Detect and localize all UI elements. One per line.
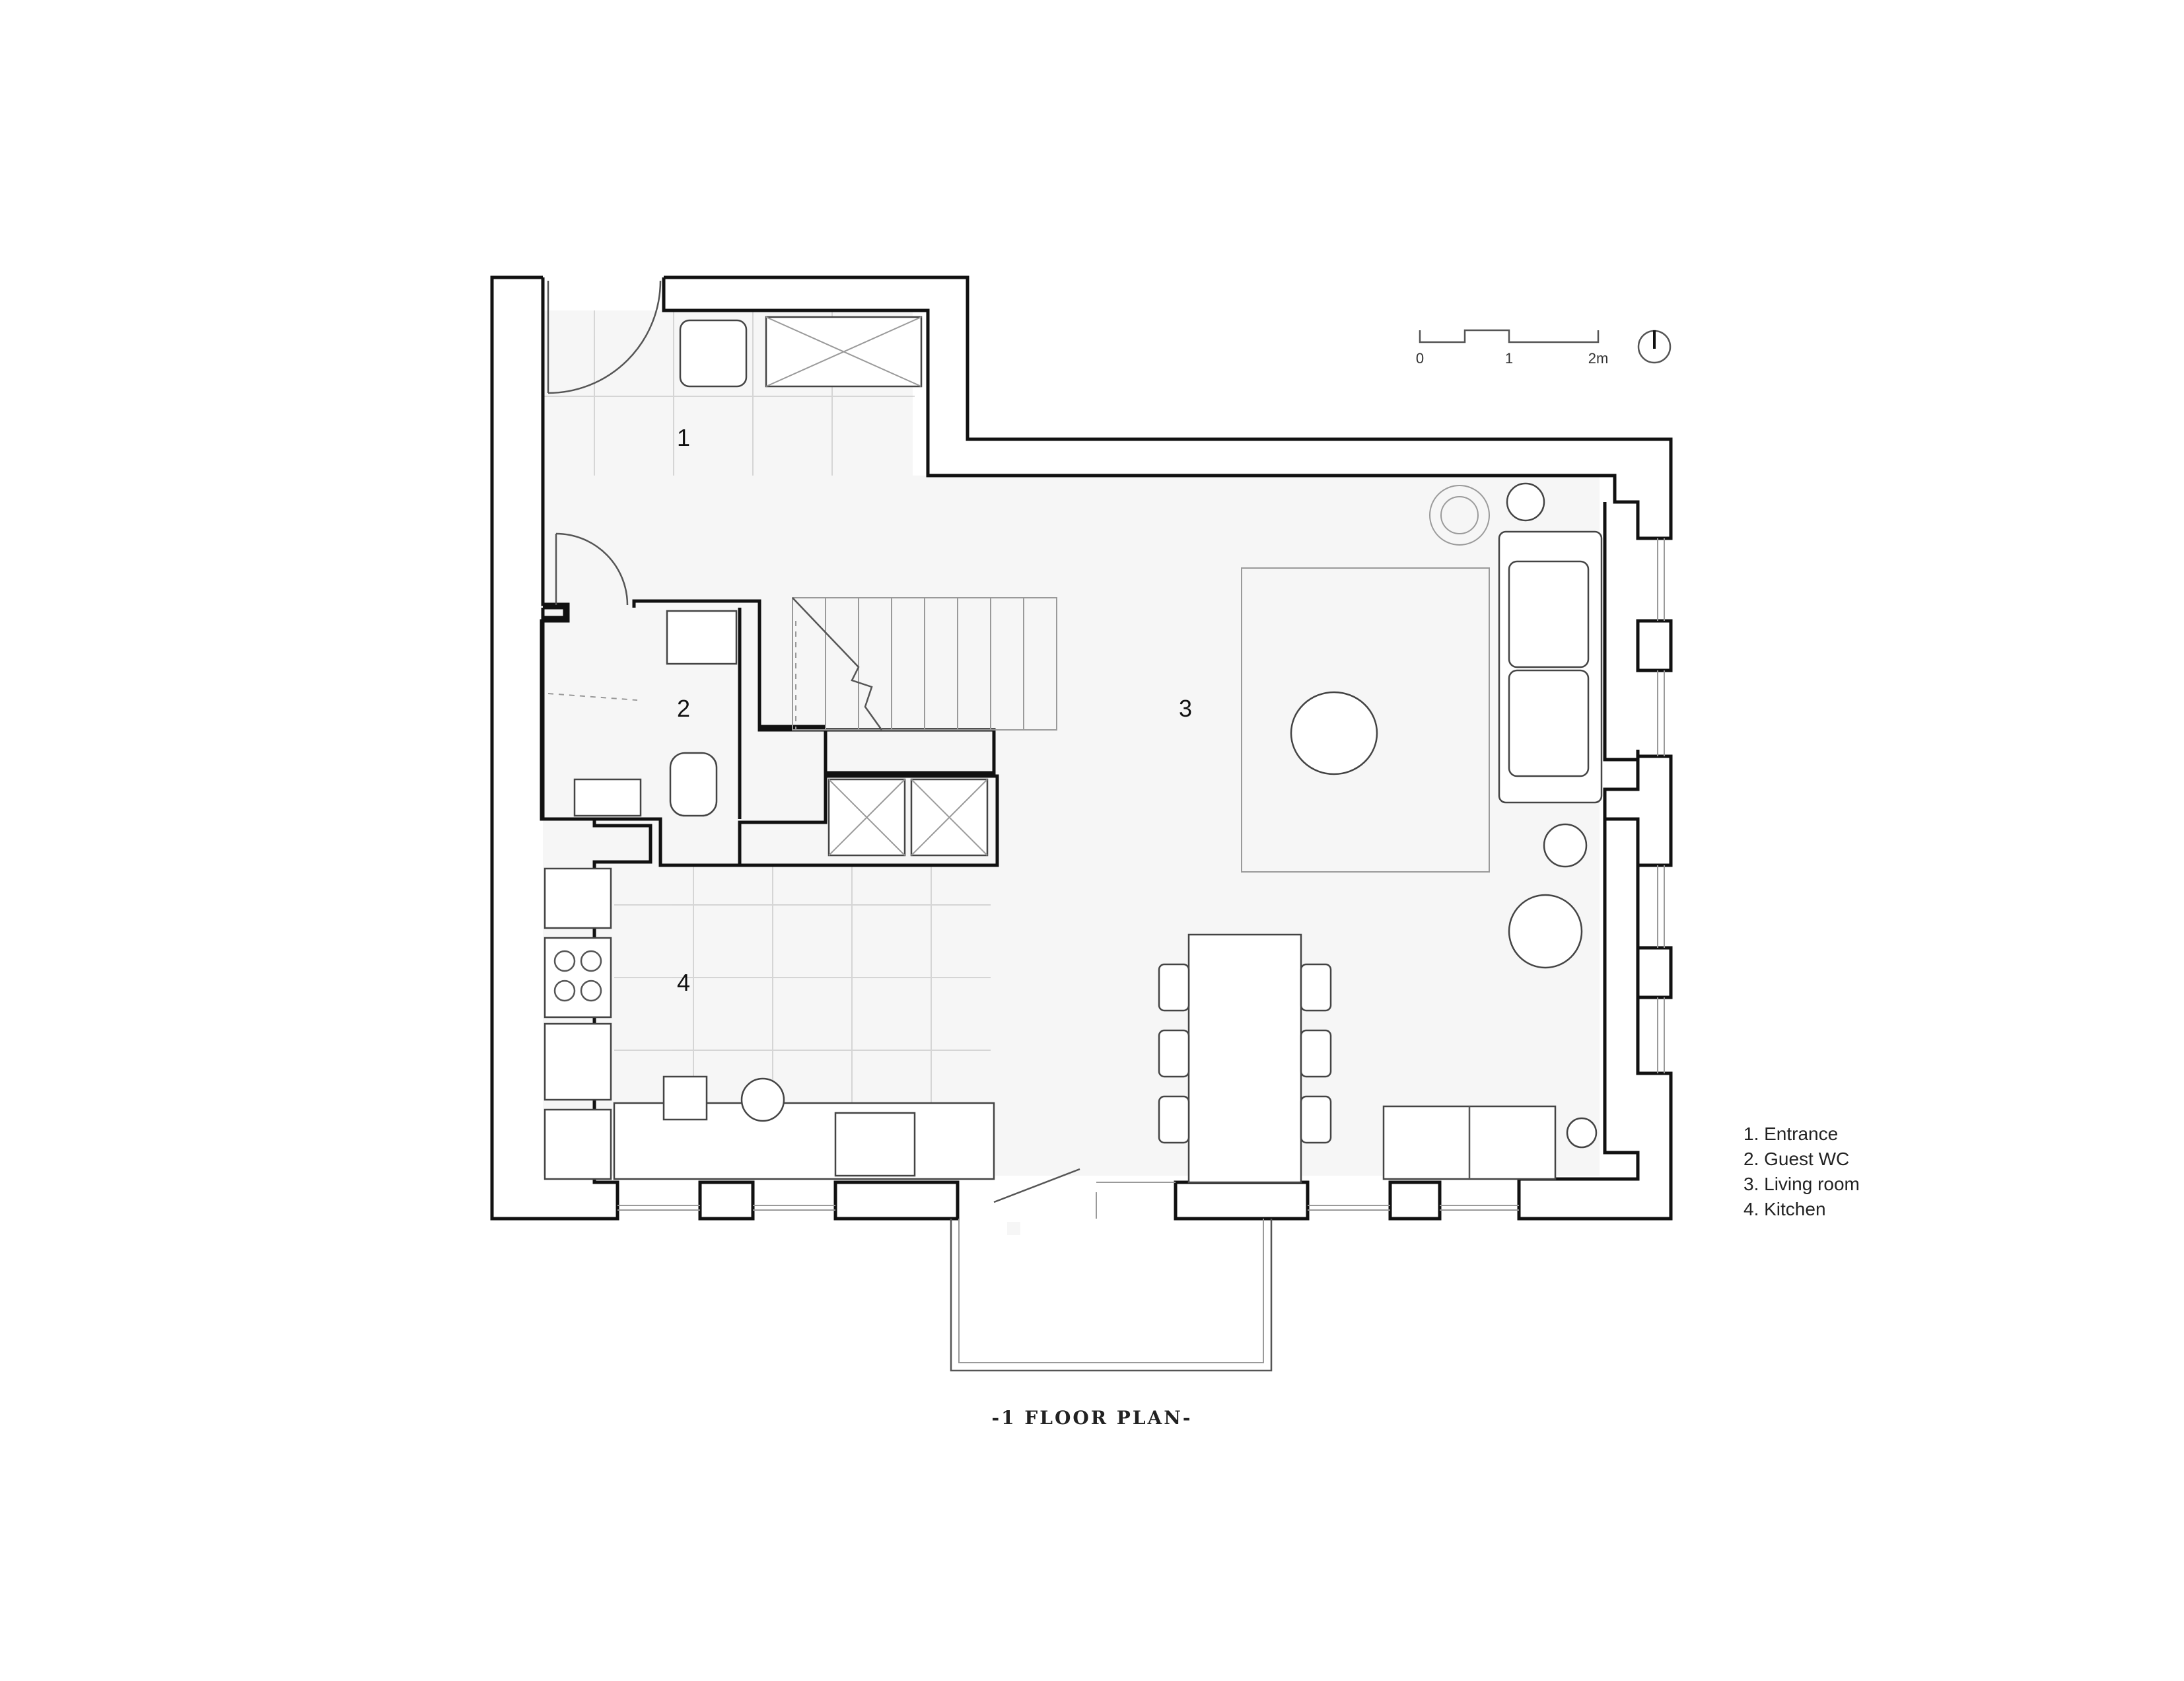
kitchen-units bbox=[544, 867, 995, 1180]
legend-item-kitchen: 4. Kitchen bbox=[1744, 1199, 1826, 1219]
balcony bbox=[950, 1219, 1273, 1372]
legend-item-guest-wc: 2. Guest WC bbox=[1744, 1149, 1850, 1169]
doors bbox=[547, 280, 1080, 1203]
east-pier-2 bbox=[1636, 946, 1673, 999]
dining-chair bbox=[1158, 1095, 1190, 1144]
entrance-door-swing bbox=[547, 280, 662, 394]
room-number-2: 2 bbox=[677, 695, 690, 722]
cooktop bbox=[544, 937, 612, 1019]
legend-item-entrance: 1. Entrance bbox=[1744, 1124, 1839, 1144]
dining-chair bbox=[1158, 963, 1190, 1012]
east-wall-lower bbox=[1517, 819, 1673, 1221]
east-wall-upper bbox=[1603, 502, 1673, 867]
scale-label-1: 1 bbox=[1505, 350, 1513, 367]
plan-title: -1 FLOOR PLAN- bbox=[991, 1407, 1193, 1429]
side-table-1 bbox=[1506, 482, 1545, 522]
dining-table bbox=[1187, 933, 1302, 1184]
armchair bbox=[1290, 691, 1378, 775]
tile-grid bbox=[543, 310, 991, 1103]
legend-item-living-room: 3. Living room bbox=[1744, 1174, 1860, 1194]
east-pier-1 bbox=[1636, 619, 1673, 672]
kitchen-stool-1 bbox=[662, 1075, 708, 1121]
kitchen-cabinet-3 bbox=[544, 1108, 612, 1180]
windows bbox=[617, 538, 1665, 1219]
side-table-3 bbox=[1508, 894, 1583, 969]
balcony-door bbox=[993, 1168, 1080, 1203]
entrance-furniture bbox=[679, 316, 923, 388]
wc-sink bbox=[573, 778, 642, 817]
stair-cabinets bbox=[828, 778, 989, 857]
staircase bbox=[792, 597, 1057, 731]
scale-label-0: 0 bbox=[1416, 350, 1424, 367]
room-number-1: 1 bbox=[677, 424, 690, 451]
south-pier-4 bbox=[1388, 1180, 1442, 1221]
wc-jamb bbox=[543, 606, 567, 620]
scale-bar: 0 1 2m bbox=[1416, 329, 1609, 367]
bench-seat bbox=[679, 319, 748, 388]
side-table-4 bbox=[1566, 1117, 1598, 1149]
south-pier-3 bbox=[1174, 1180, 1310, 1221]
west-wall bbox=[490, 275, 652, 1221]
south-pier-1 bbox=[698, 1180, 755, 1221]
scale-label-2m: 2m bbox=[1588, 350, 1609, 367]
living-floor bbox=[543, 476, 1600, 1176]
dining-chair bbox=[1300, 1095, 1332, 1144]
toilet bbox=[669, 752, 718, 817]
room-number-3: 3 bbox=[1179, 695, 1192, 722]
dining-chair bbox=[1300, 963, 1332, 1012]
north-wall bbox=[662, 275, 1673, 540]
plant bbox=[1429, 485, 1490, 546]
living-furniture bbox=[1158, 482, 1603, 1184]
dining-chair bbox=[1300, 1029, 1332, 1078]
room-number-4: 4 bbox=[677, 969, 690, 996]
wc-fixtures bbox=[547, 610, 738, 817]
side-table-2 bbox=[1543, 823, 1588, 868]
south-pier-2 bbox=[833, 1180, 960, 1221]
wc-south-wall bbox=[541, 608, 999, 867]
dining-chair bbox=[1158, 1029, 1190, 1078]
wc-cabinet bbox=[666, 610, 738, 665]
north-arrow-icon bbox=[1637, 330, 1672, 364]
kitchen-cabinet-2 bbox=[544, 1022, 612, 1101]
kitchen-stool-2 bbox=[740, 1077, 785, 1122]
kitchen-sink bbox=[834, 1112, 916, 1177]
exterior-walls bbox=[490, 275, 1673, 1221]
rug bbox=[1241, 567, 1490, 873]
wc-door-swing bbox=[555, 532, 629, 606]
floor-fill bbox=[1007, 1222, 1020, 1235]
kitchen-cabinet-1 bbox=[544, 867, 612, 929]
